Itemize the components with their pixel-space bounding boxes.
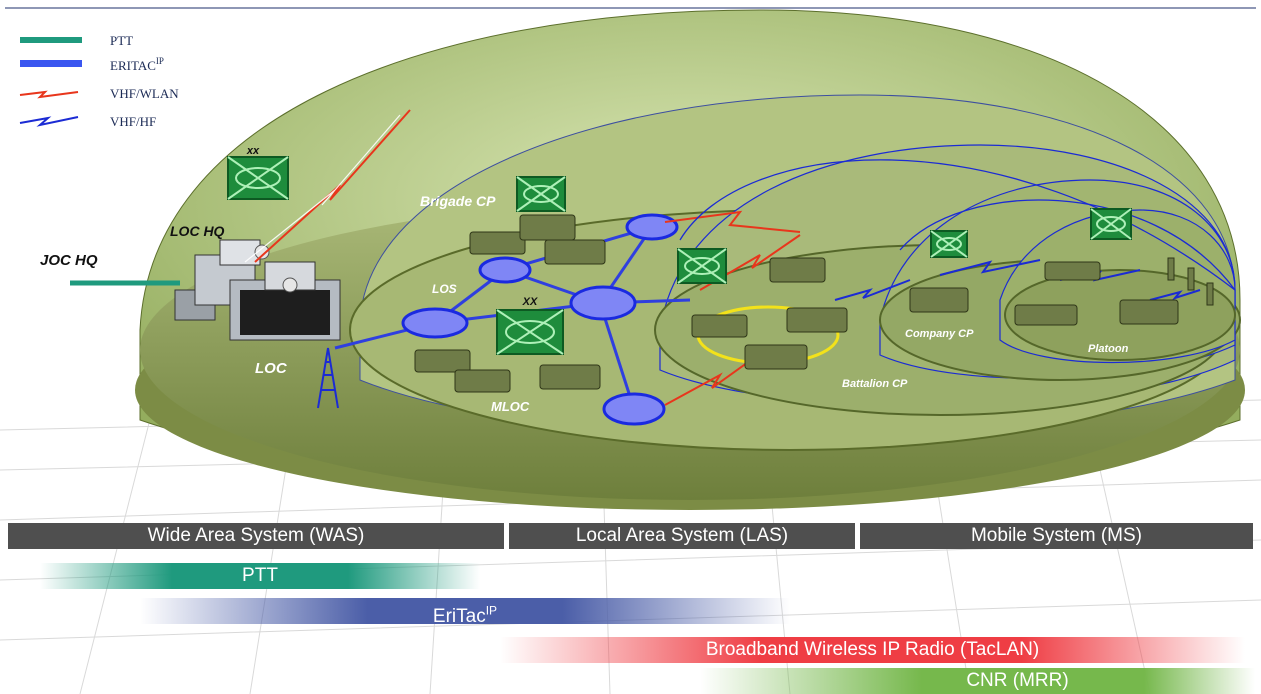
ptt-band: PTT (40, 563, 480, 589)
was-bar: Wide Area System (WAS) (8, 523, 504, 549)
brigade-cp-label: Brigade CP (420, 193, 496, 209)
company-cp-label: Company CP (905, 328, 974, 340)
vehicles (414, 214, 1214, 393)
vhf-hf-arcs (679, 159, 1236, 291)
broadband-band-label: Broadband Wireless IP Radio (TacLAN) (705, 639, 1040, 660)
truck-icon (544, 239, 606, 265)
los-label: LOS (432, 282, 457, 296)
legend-vhf-hf-swatch (19, 116, 79, 127)
division-unit-icon (496, 309, 564, 355)
ptt-band-label: PTT (242, 565, 278, 586)
ms-bar: Mobile System (MS) (860, 523, 1253, 549)
eritac-node (625, 213, 679, 241)
joc-hq-label: JOC HQ (40, 252, 98, 269)
eritac-node (478, 256, 532, 284)
eritac-node (401, 307, 469, 339)
legend-vhf-wlan-label: VHF/WLAN (110, 86, 179, 101)
legend: PTT ERITACIP VHF/WLAN VHF/HF (19, 33, 179, 129)
tank-icon (1044, 261, 1101, 281)
soldier-icon (1187, 267, 1195, 291)
legend-ptt-swatch (20, 37, 82, 43)
broadband-band: Broadband Wireless IP Radio (TacLAN) (500, 637, 1245, 663)
legend-ptt-label: PTT (110, 33, 133, 48)
legend-eritac-swatch (20, 60, 82, 67)
tank-icon (1014, 304, 1078, 326)
xx-label-top: xx (246, 145, 260, 157)
xx-label-mid: XX (522, 296, 538, 308)
truck-icon (454, 369, 511, 393)
eritac-node (602, 392, 666, 426)
battalion-cp-label: Battalion CP (842, 378, 908, 390)
loc-hq-label: LOC HQ (170, 223, 225, 239)
radio-tower-icon (317, 347, 339, 409)
mloc-label: MLOC (491, 399, 530, 414)
platoon-unit-icon (1090, 208, 1132, 240)
cnr-band: CNR (MRR) (700, 668, 1255, 694)
soldier-icon (1206, 282, 1214, 306)
armored-vehicle-icon (786, 307, 848, 333)
truck-icon (469, 231, 526, 255)
legend-eritac-label: ERITACIP (110, 56, 164, 73)
unit-symbols (227, 156, 1132, 355)
armored-vehicle-icon (909, 287, 969, 313)
armored-vehicle-icon (691, 314, 748, 338)
eritac-band: EriTacIP (140, 598, 790, 628)
vhf-wlan-links (664, 210, 801, 406)
truck-icon (539, 364, 601, 390)
las-bar: Local Area System (LAS) (509, 523, 855, 549)
truck-icon (414, 349, 471, 373)
eritac-band-label: EriTacIP (432, 604, 498, 628)
shelter-icon (519, 214, 576, 241)
company-unit-icon (930, 230, 968, 258)
armored-vehicle-icon (1119, 299, 1179, 325)
loc-hq-building (174, 239, 341, 341)
loc-label: LOC (255, 360, 288, 377)
eritac-nodes (401, 213, 679, 426)
division-unit-icon (227, 156, 289, 200)
eritac-node (569, 285, 637, 321)
soldier-icon (1167, 257, 1175, 281)
legend-vhf-wlan-swatch (19, 90, 79, 99)
brigade-unit-icon (516, 176, 566, 212)
armored-vehicle-icon (744, 344, 808, 370)
cnr-band-label: CNR (MRR) (966, 670, 1069, 691)
platoon-label: Platoon (1088, 343, 1129, 355)
legend-vhf-hf-label: VHF/HF (110, 114, 156, 129)
battalion-unit-icon (677, 248, 727, 284)
armored-vehicle-icon (769, 257, 826, 283)
vhf-wlan-link-loc (254, 109, 411, 263)
